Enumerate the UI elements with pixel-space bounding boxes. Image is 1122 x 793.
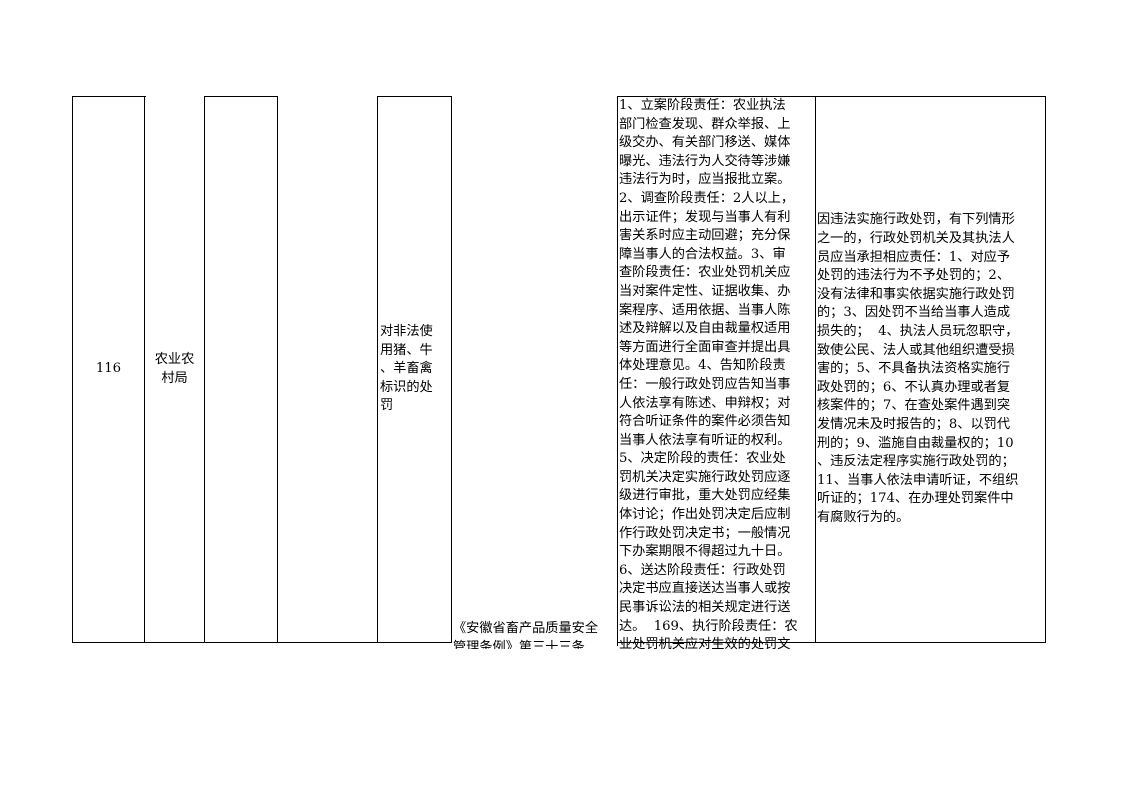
gridline-top-c (377, 96, 452, 97)
gridline-left (72, 96, 73, 643)
gridline-col7 (815, 96, 816, 643)
legal-basis-text: 《安徽省畜产品质量安全 管理条例》第三十三条 (453, 621, 599, 649)
gridline-col1 (144, 96, 145, 643)
responsibility-cell: 1、立案阶段责任：农业执法 部门检查发现、群众举报、上 级交办、有关部门移送、媒… (619, 98, 798, 652)
gridline-right (1045, 96, 1046, 643)
gridline-top (72, 96, 146, 97)
gridline-bottom (72, 642, 452, 643)
table-sheet: 116 农业农 村局 对非法使 用猪、牛 、羊畜禽 标识的处 罚 《安徽省畜产品… (72, 96, 1122, 652)
accountability-text: 因违法实施行政处罚，有下列情形 之一的，行政处罚机关及其执法人 员应当承担相应责… (817, 212, 1019, 525)
row-number: 116 (95, 361, 122, 377)
item-name-cell: 对非法使 用猪、牛 、羊畜禽 标识的处 罚 (379, 97, 451, 642)
gridline-col3 (277, 96, 278, 643)
gridline-col5 (451, 96, 452, 643)
gridline-top-d (617, 96, 1046, 97)
gridline-col2 (204, 96, 205, 643)
item-name-text: 对非法使 用猪、牛 、羊畜禽 标识的处 罚 (380, 324, 433, 414)
gridline-top-b (204, 96, 278, 97)
gridline-col4 (377, 96, 378, 643)
gridline-col6 (617, 96, 618, 646)
legal-basis-cell: 《安徽省畜产品质量安全 管理条例》第三十三条 (453, 620, 617, 649)
accountability-cell: 因违法实施行政处罚，有下列情形 之一的，行政处罚机关及其执法人 员应当承担相应责… (817, 97, 1045, 642)
department-cell: 农业农 村局 (154, 351, 195, 386)
gridline-bottom-b (617, 642, 1046, 643)
